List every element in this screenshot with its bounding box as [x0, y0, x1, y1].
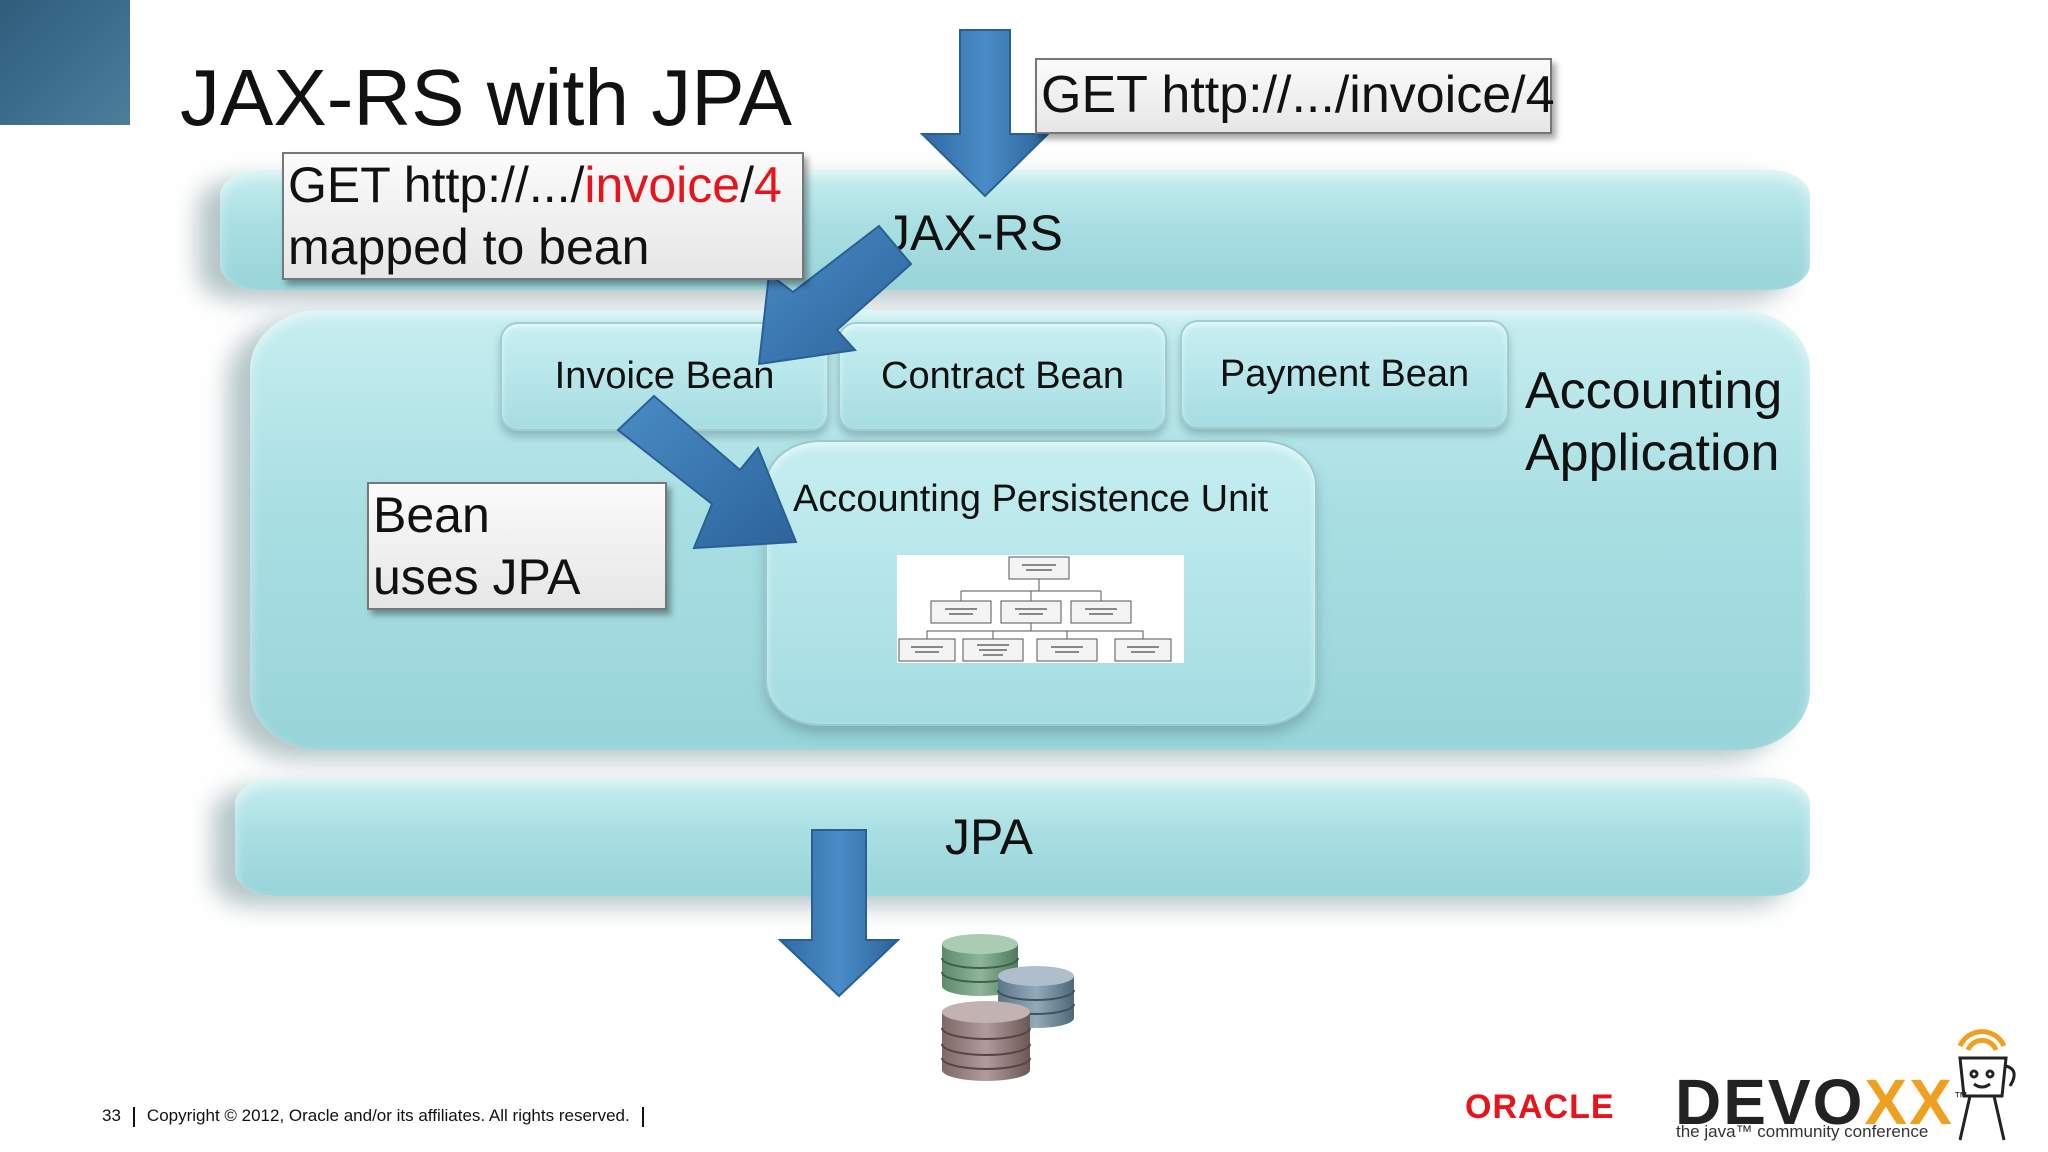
bean-callout-line1: Bean: [373, 487, 490, 543]
database-icon: [941, 934, 1075, 1081]
footer-divider: [641, 1106, 644, 1127]
get-url-prefix: GET http://.../: [288, 157, 585, 213]
slide-footer: 33 Copyright © 2012, Oracle and/or its af…: [102, 1106, 656, 1127]
copyright-text: Copyright © 2012, Oracle and/or its affi…: [146, 1106, 630, 1125]
footer-divider: [132, 1106, 135, 1127]
jaxrs-label: JAX-RS: [885, 205, 1063, 261]
get-url-slash: /: [740, 157, 754, 213]
page-number: 33: [102, 1106, 121, 1125]
jpa-layer: [235, 778, 1810, 896]
get-callout-line2: mapped to bean: [288, 219, 650, 275]
accounting-application-label: Accounting Application: [1525, 360, 1782, 484]
arrow-diagonal-icon: [757, 224, 913, 366]
uml-diagram-thumbnail: [897, 555, 1184, 663]
devoxx-tagline: the java™ community conference: [1676, 1122, 1929, 1141]
devoxx-logo-x: XX: [1864, 1066, 1954, 1138]
oracle-logo: ORACLE: [1465, 1088, 1615, 1126]
jpa-label: JPA: [945, 809, 1033, 865]
app-label-line1: Accounting: [1525, 362, 1783, 420]
arrow-diagonal-icon: [616, 394, 798, 550]
contract-bean: Contract Bean: [838, 322, 1167, 431]
payment-bean-label: Payment Bean: [1219, 353, 1470, 395]
arrow-down-icon: [778, 829, 900, 998]
arrow-down-icon: [920, 29, 1050, 198]
contract-bean-label: Contract Bean: [881, 355, 1124, 397]
devoxx-logo-main: DEVO: [1675, 1066, 1865, 1138]
get-mapped-callout: GET http://.../invoice/4 mapped to bean: [282, 152, 804, 280]
bean-uses-jpa-callout: Bean uses JPA: [367, 482, 667, 610]
get-url-id: 4: [753, 157, 782, 213]
invoice-bean-label: Invoice Bean: [554, 355, 775, 397]
devoxx-logo: DEVOXX™: [1675, 1070, 1970, 1134]
top-request-callout: GET http://.../invoice/4: [1035, 58, 1555, 134]
get-url-invoice: invoice: [584, 157, 741, 213]
devoxx-mascot-icon: [1957, 1029, 2016, 1141]
app-label-line2: Application: [1525, 424, 1780, 482]
persistence-unit-label: Accounting Persistence Unit: [793, 478, 1269, 520]
get-callout-line1: GET http://.../invoice/4: [288, 154, 798, 216]
bean-callout-line2: uses JPA: [373, 549, 581, 605]
slide-title: JAX-RS with JPA: [180, 53, 792, 142]
payment-bean: Payment Bean: [1180, 320, 1509, 429]
corner-decoration: [0, 0, 130, 125]
